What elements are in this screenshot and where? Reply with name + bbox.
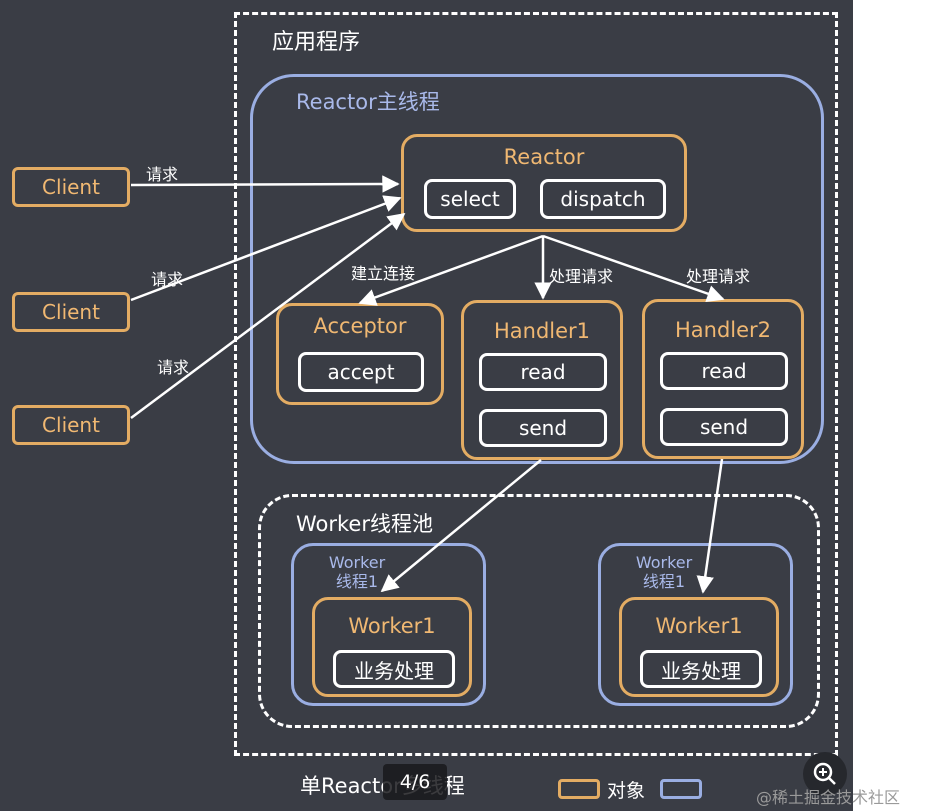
establish-connection-label: 建立连接 <box>351 264 416 283</box>
handler1-box: Handler1 read send <box>461 300 623 460</box>
legend-thread-swatch <box>660 779 702 799</box>
worker1-right-title: Worker1 <box>655 614 743 638</box>
client-3: Client <box>12 405 130 445</box>
select-method: select <box>424 179 516 219</box>
client-3-request-label: 请求 <box>157 358 190 377</box>
worker1-box-left: Worker1 业务处理 <box>312 597 472 697</box>
worker-pool-title: Worker线程池 <box>296 512 433 536</box>
reactor-main-thread-title: Reactor主线程 <box>296 90 440 114</box>
worker1-right-task: 业务处理 <box>640 650 762 688</box>
client-1-request-label: 请求 <box>146 165 179 184</box>
zoom-icon <box>813 762 836 785</box>
handler2-send-method: send <box>660 408 788 446</box>
legend-object-label: 对象 <box>607 780 646 802</box>
watermark: @稀土掘金技术社区 <box>756 788 901 807</box>
worker-thread-2-label-line2: 线程1 <box>642 572 686 591</box>
handler1-send-method: send <box>479 409 607 447</box>
reactor-title: Reactor <box>503 145 585 169</box>
client-1: Client <box>12 167 130 207</box>
legend-object-swatch <box>558 779 600 799</box>
zoom-button[interactable] <box>803 752 847 796</box>
dispatch-method: dispatch <box>540 179 666 219</box>
worker-thread-1-label: Worker 线程1 <box>322 553 392 591</box>
client-2-request-label: 请求 <box>151 270 184 289</box>
handler2-title: Handler2 <box>674 318 772 342</box>
worker-thread-1-label-line1: Worker <box>328 553 386 572</box>
application-title: 应用程序 <box>272 30 361 55</box>
acceptor-box: Acceptor accept <box>276 303 444 405</box>
worker1-left-title: Worker1 <box>348 614 436 638</box>
handler2-box: Handler2 read send <box>642 299 804 459</box>
worker-thread-2-label: Worker 线程1 <box>629 553 699 591</box>
handler1-read-method: read <box>479 353 607 391</box>
handler2-process-label: 处理请求 <box>686 267 751 286</box>
handler1-process-label: 处理请求 <box>549 267 614 286</box>
client-2: Client <box>12 292 130 332</box>
handler2-read-method: read <box>660 352 788 390</box>
worker1-box-right: Worker1 业务处理 <box>619 597 779 697</box>
worker1-left-task: 业务处理 <box>333 650 455 688</box>
handler1-title: Handler1 <box>493 319 591 343</box>
accept-method: accept <box>298 352 424 392</box>
worker-thread-1-frame: Worker 线程1 Worker1 业务处理 <box>291 543 486 706</box>
worker-thread-2-frame: Worker 线程1 Worker1 业务处理 <box>598 543 793 706</box>
page-indicator: 4/6 <box>383 764 447 800</box>
acceptor-title: Acceptor <box>313 314 407 338</box>
worker-thread-1-label-line2: 线程1 <box>335 572 379 591</box>
reactor-box: Reactor select dispatch <box>401 134 687 232</box>
worker-thread-2-label-line1: Worker <box>635 553 693 572</box>
